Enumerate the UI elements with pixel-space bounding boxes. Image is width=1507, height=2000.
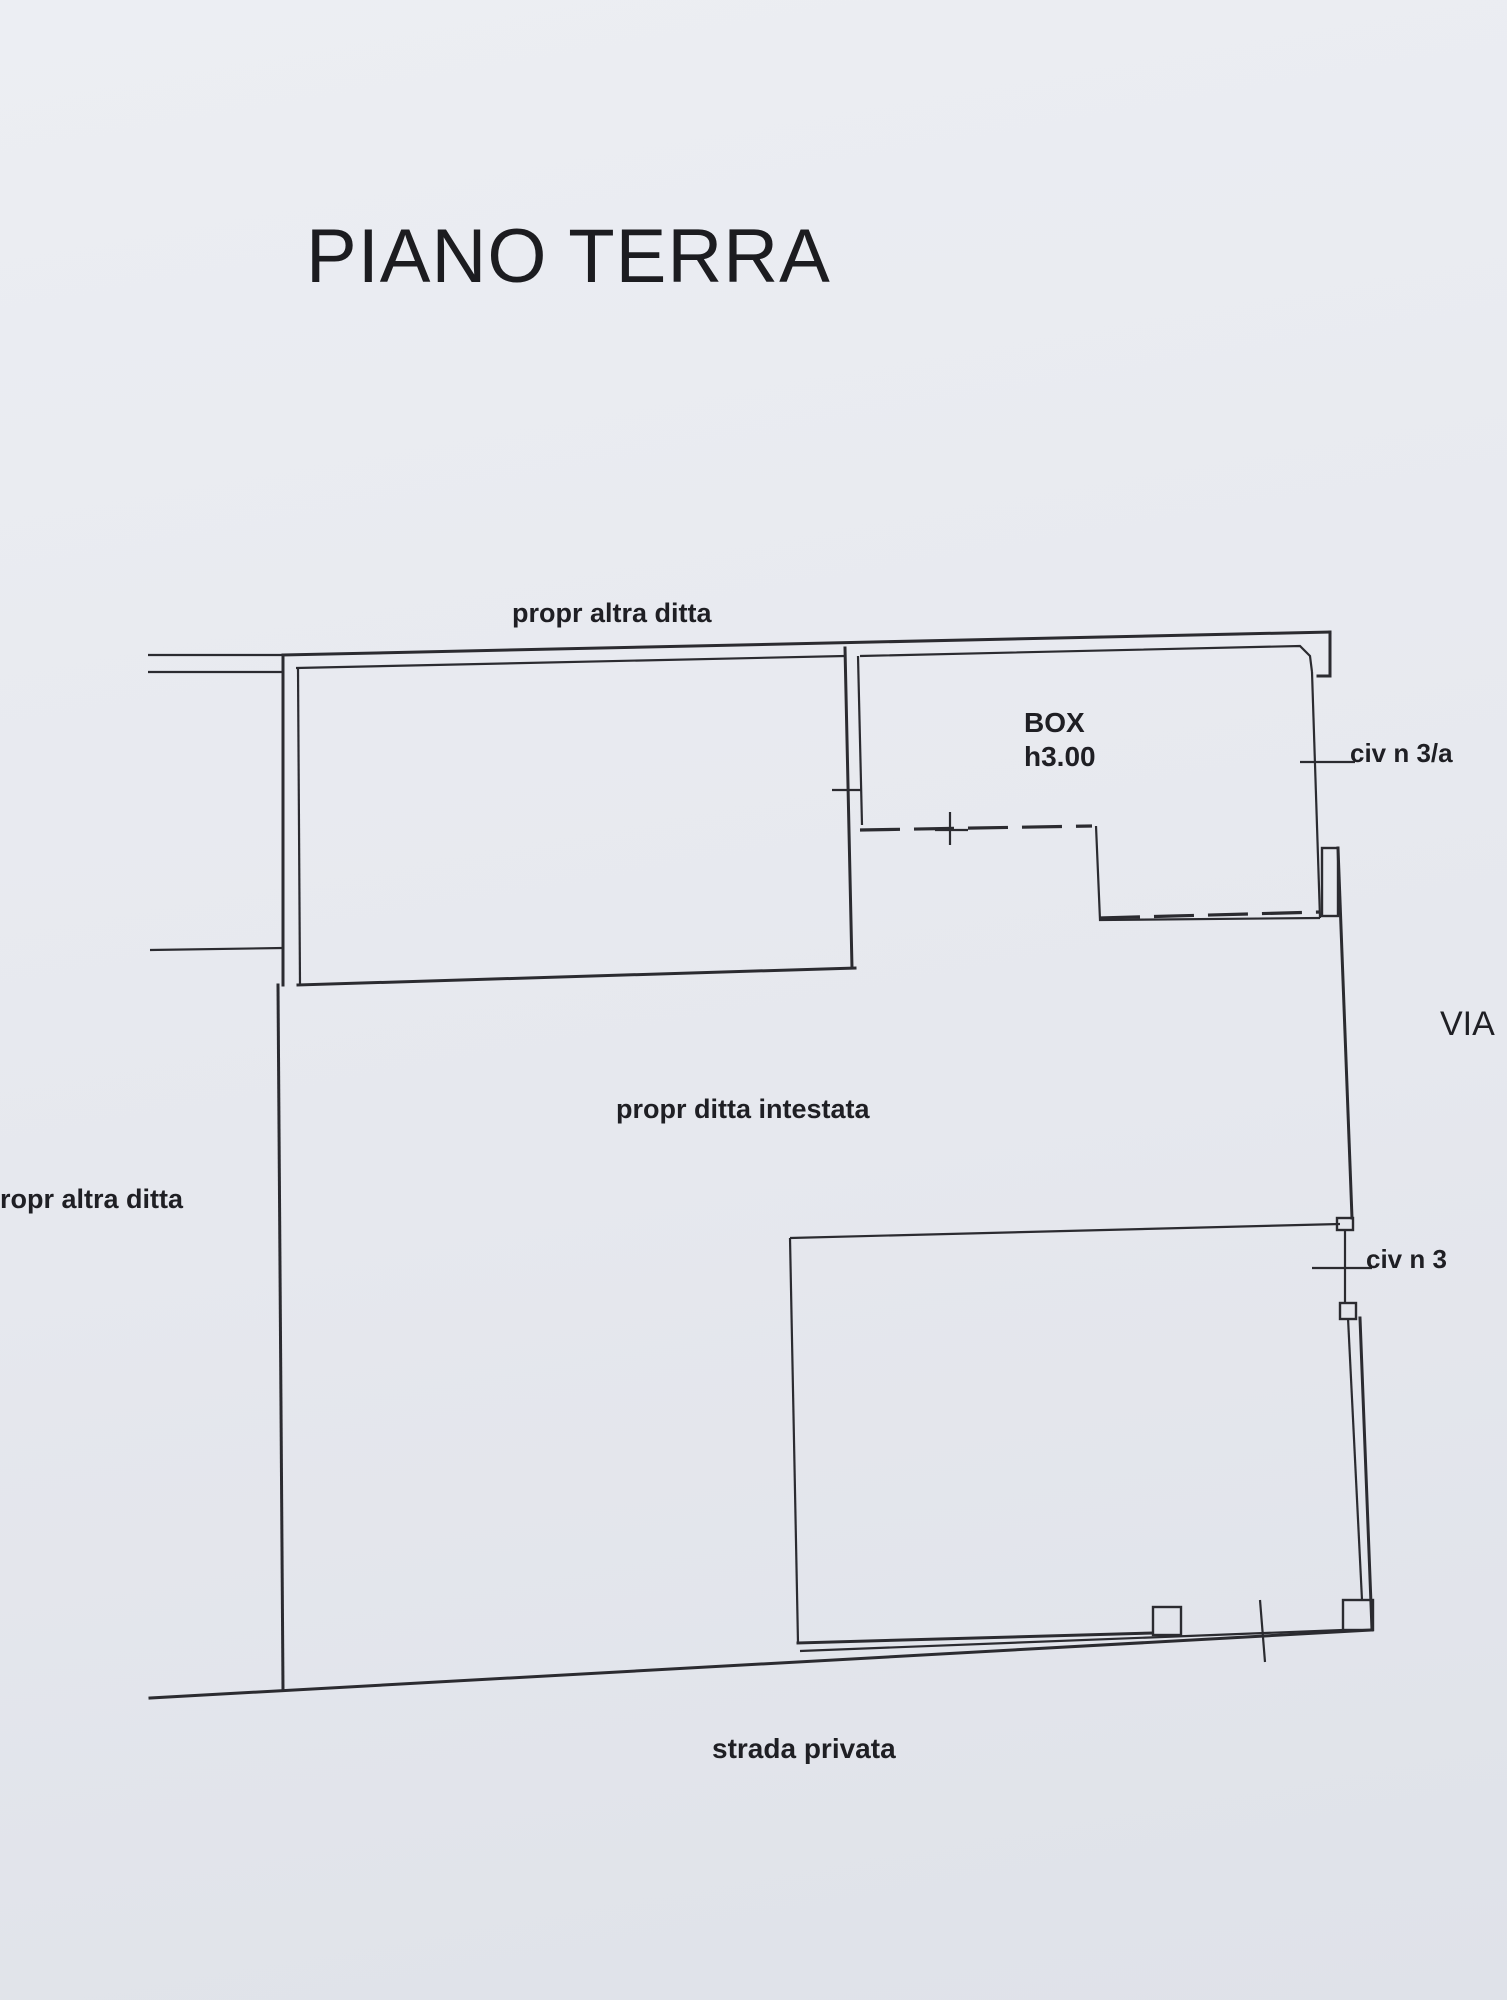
box-name-label: BOX [1024,707,1085,738]
west-wall [276,653,302,1692]
north-wall [281,630,1332,678]
west-neighbor-label: ropr altra ditta [0,1184,184,1214]
box-height-label: h3.00 [1024,741,1096,772]
north-neighbor-label: propr altra ditta [512,598,713,628]
box-room [832,671,1340,922]
south-boundary [148,1599,1374,1700]
west-neighbor-stubs [148,653,284,952]
southeast-room [788,1222,1344,1653]
civic-3a-label: civ n 3/a [1350,738,1453,768]
east-wall [1300,760,1375,1632]
civic-3-label: civ n 3 [1366,1244,1447,1274]
northwest-room [296,646,864,987]
plan-title: PIANO TERRA [306,214,831,299]
owner-area-label: propr ditta intestata [616,1094,871,1124]
street-east-label: VIA [1440,1005,1495,1043]
street-south-label: strada privata [712,1733,896,1764]
